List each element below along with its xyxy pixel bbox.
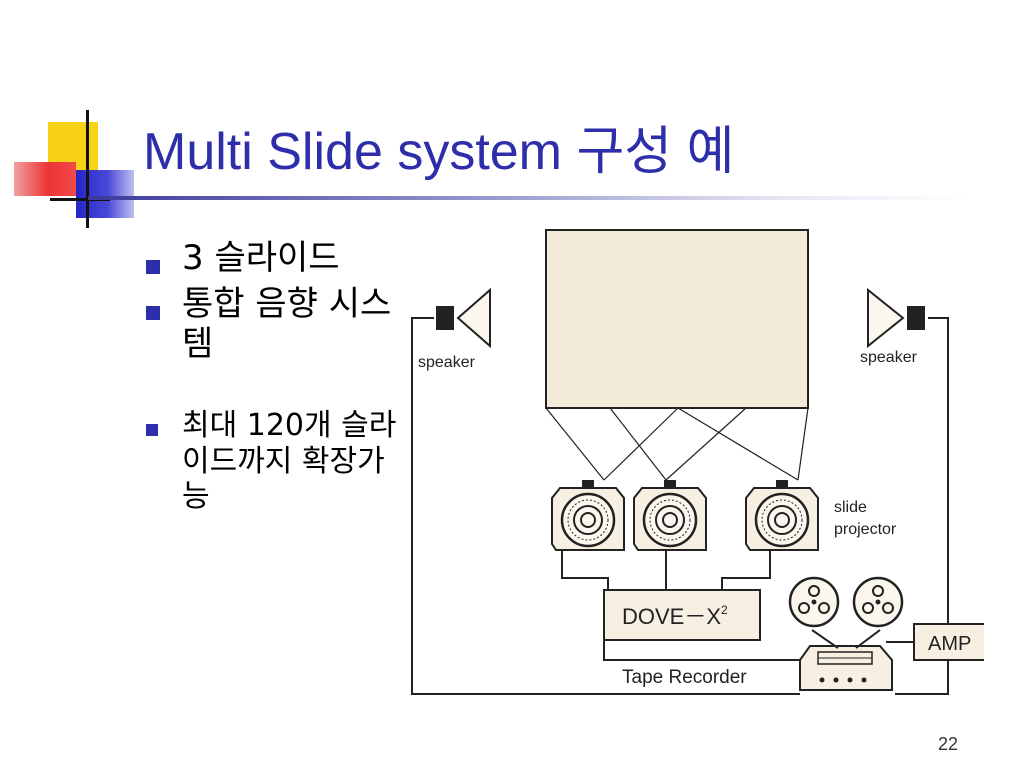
speaker-right-label: speaker	[860, 349, 918, 366]
red-square	[14, 162, 76, 196]
projector-1-icon	[550, 478, 626, 552]
bullet-item: 최대 120개 슬라이드까지 확장가능	[140, 408, 410, 514]
speaker-left-icon	[436, 287, 491, 349]
vertical-rule	[86, 110, 89, 228]
speaker-right-icon	[867, 287, 925, 349]
bullet-item: 통합 음향 시스템	[140, 284, 410, 364]
speaker-left-label: speaker	[418, 354, 476, 371]
projection-beams	[545, 407, 809, 481]
projector-3-icon	[744, 478, 820, 552]
page-number: 22	[938, 734, 959, 754]
tape-recorder-label: Tape Recorder	[622, 667, 747, 688]
projector-2-icon	[632, 478, 708, 552]
amp-box	[913, 623, 984, 661]
projector-label-line1: slide	[834, 499, 867, 516]
title-decoration	[0, 100, 150, 230]
system-diagram: speaker speaker slide projector DOVE－X2 …	[411, 229, 984, 695]
bullet-item: 3 슬라이드	[140, 238, 410, 278]
title-underline	[88, 196, 968, 200]
amp-label: AMP	[928, 633, 971, 655]
blue-square	[76, 170, 134, 218]
wiring	[411, 317, 949, 695]
projector-label-line2: projector	[834, 521, 897, 538]
slide-title: Multi Slide system 구성 예	[143, 123, 735, 181]
controller-label: DOVE－X2	[622, 603, 728, 629]
controller-name: DOVE－X	[622, 604, 721, 629]
tape-recorder-icon	[788, 576, 904, 691]
projection-screen	[545, 229, 809, 409]
controller-box	[603, 589, 761, 641]
controller-superscript: 2	[721, 603, 728, 617]
horizontal-rule	[50, 198, 110, 201]
bullet-list: 3 슬라이드 통합 음향 시스템 최대 120개 슬라이드까지 확장가능	[140, 238, 410, 515]
